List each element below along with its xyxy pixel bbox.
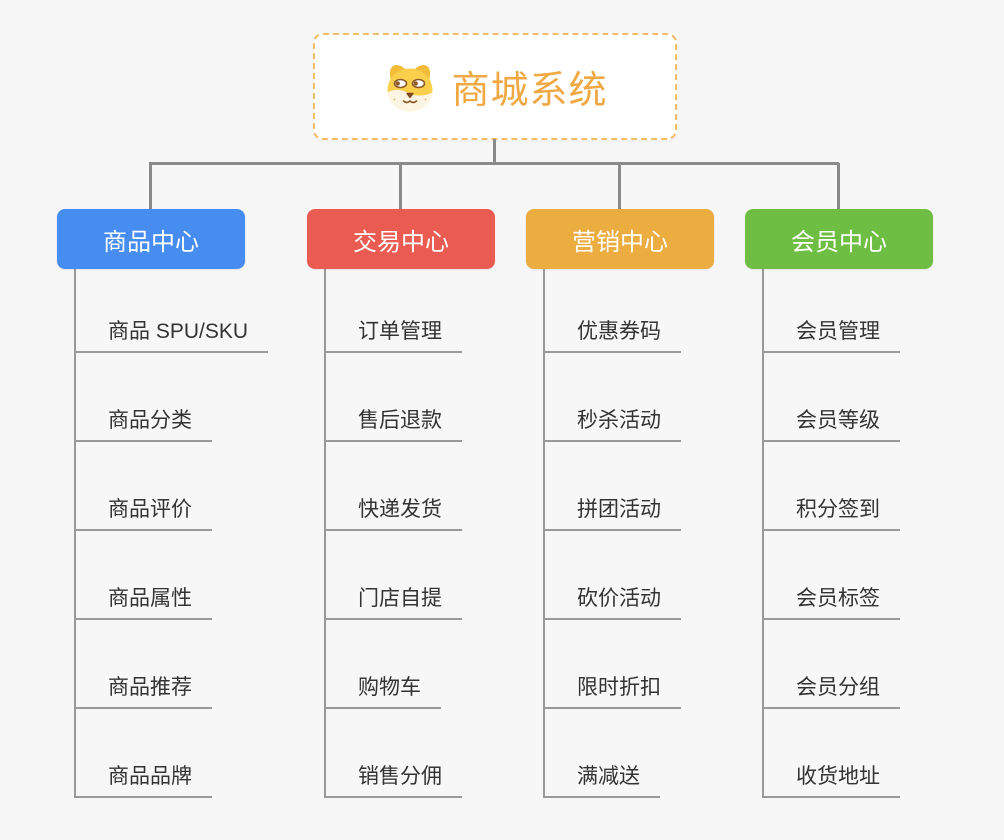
branch-column-member: 会员管理 会员等级 积分签到 会员标签 会员分组 收货地址	[762, 269, 900, 798]
leaf-node[interactable]: 收货地址	[764, 709, 900, 798]
connector-drop-marketing	[618, 163, 621, 210]
leaf-node[interactable]: 会员分组	[764, 620, 900, 709]
leaf-node[interactable]: 会员标签	[764, 531, 900, 620]
leaf-node[interactable]: 门店自提	[326, 531, 462, 620]
leaf-node[interactable]: 砍价活动	[545, 531, 681, 620]
leaf-node[interactable]: 订单管理	[326, 269, 462, 353]
connector-root-stem	[493, 139, 496, 164]
leaf-node[interactable]: 销售分佣	[326, 709, 462, 798]
root-node-title: 商城系统	[451, 70, 608, 112]
leaf-node[interactable]: 拼团活动	[545, 442, 681, 531]
connector-bus	[149, 162, 839, 165]
leaf-node[interactable]: 商品属性	[76, 531, 212, 620]
leaf-node[interactable]: 会员管理	[764, 269, 900, 353]
branch-column-product: 商品 SPU/SKU 商品分类 商品评价 商品属性 商品推荐 商品品牌	[74, 269, 269, 798]
leaf-node[interactable]: 购物车	[326, 620, 441, 709]
connector-drop-member	[837, 163, 840, 210]
branch-column-marketing: 优惠券码 秒杀活动 拼团活动 砍价活动 限时折扣 满减送	[543, 269, 681, 798]
branch-node-member-center[interactable]: 会员中心	[745, 209, 933, 269]
leaf-node[interactable]: 商品分类	[76, 353, 212, 442]
leaf-node[interactable]: 积分签到	[764, 442, 900, 531]
leaf-node[interactable]: 商品推荐	[76, 620, 212, 709]
shiba-dog-icon	[387, 64, 433, 111]
leaf-node[interactable]: 会员等级	[764, 353, 900, 442]
leaf-node[interactable]: 商品 SPU/SKU	[76, 269, 269, 353]
leaf-node[interactable]: 售后退款	[326, 353, 462, 442]
leaf-node[interactable]: 快递发货	[326, 442, 462, 531]
branch-column-trade: 订单管理 售后退款 快递发货 门店自提 购物车 销售分佣	[324, 269, 462, 798]
leaf-node[interactable]: 满减送	[545, 709, 660, 798]
leaf-node[interactable]: 商品评价	[76, 442, 212, 531]
root-node[interactable]: 商城系统	[313, 33, 677, 140]
leaf-node[interactable]: 优惠券码	[545, 269, 681, 353]
leaf-node[interactable]: 限时折扣	[545, 620, 681, 709]
branch-node-trade-center[interactable]: 交易中心	[307, 209, 495, 269]
leaf-node[interactable]: 秒杀活动	[545, 353, 681, 442]
branch-node-marketing-center[interactable]: 营销中心	[526, 209, 714, 269]
branch-node-product-center[interactable]: 商品中心	[57, 209, 245, 269]
connector-drop-product	[149, 163, 152, 210]
leaf-node[interactable]: 商品品牌	[76, 709, 212, 798]
connector-drop-trade	[399, 163, 402, 210]
